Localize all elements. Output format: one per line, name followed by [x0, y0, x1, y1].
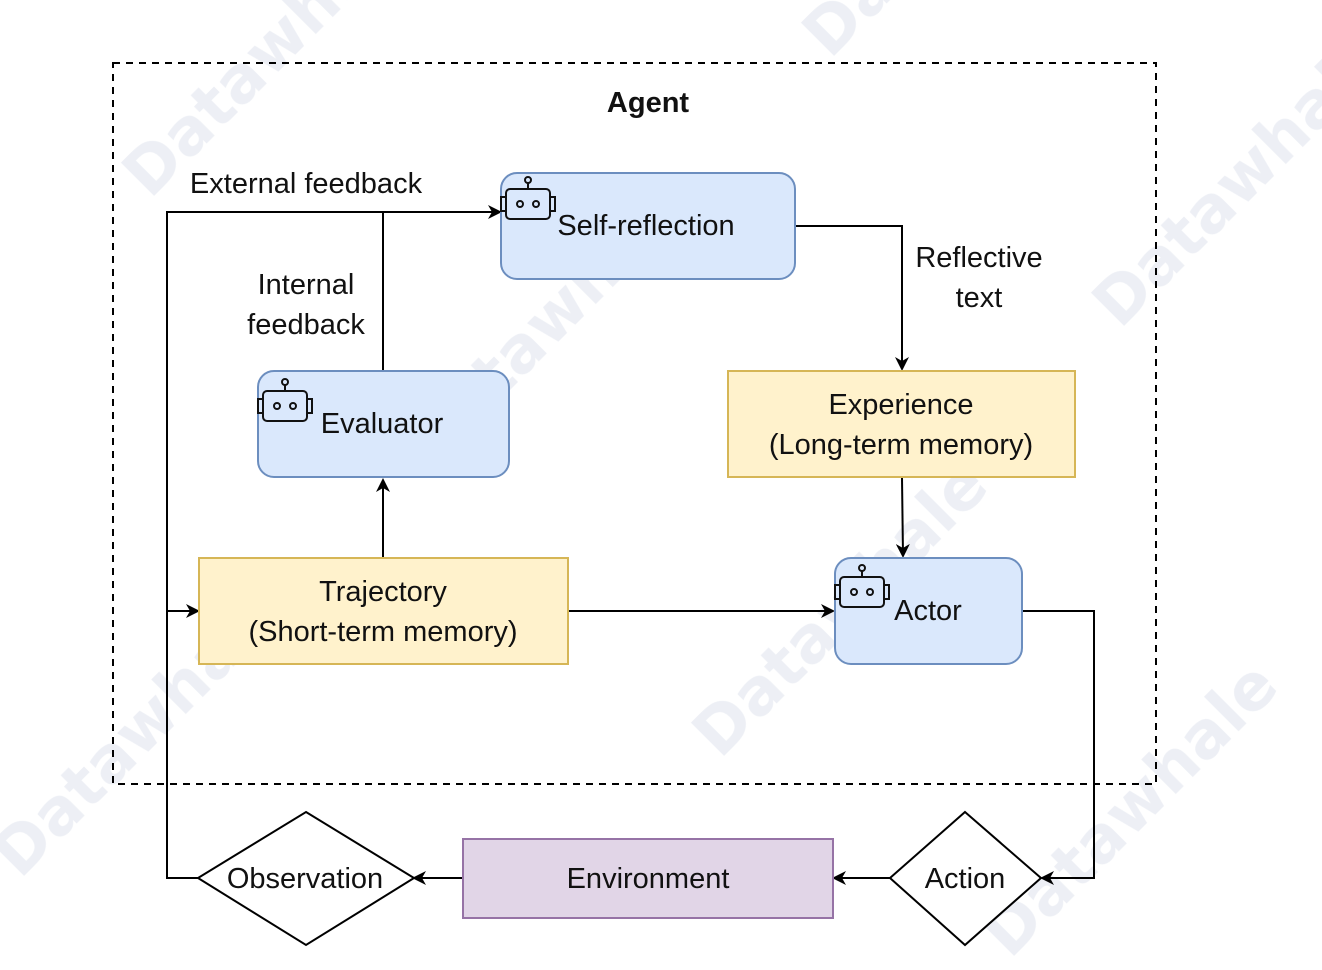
self-reflection-label: Self-reflection	[557, 210, 734, 242]
edge-actor-to-action	[1022, 610, 1095, 885]
observation-node: Observation	[196, 810, 416, 947]
edge-reflective-text	[795, 225, 909, 371]
action-node: Action	[888, 810, 1043, 947]
experience-node: Experience (Long-term memory)	[727, 370, 1076, 478]
self-reflection-node: Self-reflection	[500, 172, 796, 280]
experience-label-line2: (Long-term memory)	[769, 429, 1033, 461]
agent-title: Agent	[607, 87, 690, 119]
label-reflective-text-line1: Reflective	[915, 242, 1042, 274]
svg-text:Datawhale: Datawhale	[969, 648, 1292, 970]
edge-external-feedback	[166, 205, 502, 879]
edge-experience-to-actor	[895, 477, 910, 558]
experience-label-line1: Experience	[828, 389, 973, 421]
environment-node: Environment	[462, 838, 834, 919]
label-internal-feedback-line2: feedback	[247, 309, 365, 341]
edges	[166, 205, 1095, 885]
actor-label: Actor	[894, 595, 962, 627]
trajectory-label-line1: Trajectory	[319, 576, 447, 608]
trajectory-node: Trajectory (Short-term memory)	[198, 557, 569, 665]
evaluator-node: Evaluator	[257, 370, 510, 478]
action-label: Action	[925, 863, 1006, 895]
label-reflective-text-line2: text	[956, 282, 1003, 314]
actor-node: Actor	[834, 557, 1023, 665]
label-internal-feedback-line1: Internal	[258, 269, 355, 301]
environment-label: Environment	[567, 863, 730, 895]
agent-container	[112, 62, 1157, 785]
observation-label: Observation	[227, 863, 383, 895]
label-external-feedback: External feedback	[190, 168, 423, 200]
trajectory-label-line2: (Short-term memory)	[248, 616, 517, 648]
svg-text:Datawhale: Datawhale	[1079, 18, 1322, 341]
evaluator-label: Evaluator	[321, 408, 444, 440]
svg-text:Datawhale: Datawhale	[789, 0, 1112, 71]
